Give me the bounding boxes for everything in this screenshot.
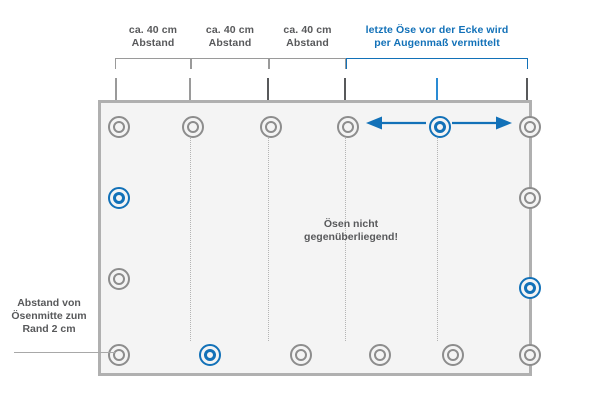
- eyelet-ring-inner: [374, 349, 386, 361]
- eyelet-top-6[interactable]: [519, 116, 541, 138]
- eyelet-ring-inner: [524, 282, 536, 294]
- eyelet-ring-inner: [524, 349, 536, 361]
- dimension-label-2-line2: Abstand: [208, 37, 252, 49]
- eyelet-ring-inner: [295, 349, 307, 361]
- dimension-label-2-line1: ca. 40 cm: [205, 24, 255, 36]
- eyelet-bottom-5[interactable]: [442, 344, 464, 366]
- eyelet-top-4[interactable]: [337, 116, 359, 138]
- eyelet-ring-inner: [524, 121, 536, 133]
- eyelet-top-1[interactable]: [108, 116, 130, 138]
- eyelet-top-3[interactable]: [260, 116, 282, 138]
- eyelet-ring-inner: [113, 192, 125, 204]
- dimension-label-3: ca. 40 cm Abstand: [269, 24, 346, 50]
- eyelet-bottom-6[interactable]: [519, 344, 541, 366]
- tick-mark-2: [189, 78, 191, 100]
- eyelet-bottom-3[interactable]: [290, 344, 312, 366]
- center-note-label: Ösen nicht gegenüberliegend!: [286, 218, 416, 244]
- tick-mark-3: [267, 78, 269, 100]
- edge-distance-line1: Abstand von: [17, 297, 81, 309]
- eyelet-ring-inner: [113, 349, 125, 361]
- eyelet-ring-inner: [113, 273, 125, 285]
- edge-distance-leader-line: [14, 352, 116, 353]
- drop-line-4: [437, 133, 438, 341]
- eyelet-left-1-highlighted[interactable]: [108, 187, 130, 209]
- eyelet-ring-inner: [342, 121, 354, 133]
- drop-line-1: [190, 133, 191, 341]
- tarp-body: Ösen nicht gegenüberliegend!: [98, 100, 541, 376]
- corner-note-bracket: [346, 58, 528, 69]
- edge-distance-label: Abstand von Ösenmitte zum Rand 2 cm: [2, 297, 96, 336]
- tick-mark-1: [115, 78, 117, 100]
- dimension-label-1-line2: Abstand: [131, 37, 175, 49]
- eyelet-ring-inner: [434, 121, 446, 133]
- edge-distance-line3: Rand 2 cm: [22, 323, 76, 335]
- eyelet-right-1[interactable]: [519, 187, 541, 209]
- dimension-bracket-1: [115, 58, 191, 69]
- eyelet-ring-inner: [113, 121, 125, 133]
- eyelet-left-2[interactable]: [108, 268, 130, 290]
- dimension-bracket-2: [191, 58, 269, 69]
- drop-line-2: [268, 133, 269, 341]
- eyelet-bottom-2-highlighted[interactable]: [199, 344, 221, 366]
- dimension-label-1: ca. 40 cm Abstand: [115, 24, 191, 50]
- eyelet-right-2-highlighted[interactable]: [519, 277, 541, 299]
- eyelet-ring-inner: [447, 349, 459, 361]
- dimension-label-3-line2: Abstand: [286, 37, 329, 49]
- drop-line-3: [345, 133, 346, 341]
- eyelet-top-2[interactable]: [182, 116, 204, 138]
- dimension-bracket-3: [269, 58, 346, 69]
- center-note-line2: gegenüberliegend!: [304, 231, 398, 243]
- arrow-right-icon: [452, 116, 512, 130]
- eyelet-top-5-highlighted[interactable]: [429, 116, 451, 138]
- eyelet-ring-inner: [187, 121, 199, 133]
- dimension-label-3-line1: ca. 40 cm: [283, 24, 332, 36]
- tick-mark-4: [344, 78, 346, 100]
- eyelet-bottom-4[interactable]: [369, 344, 391, 366]
- eyelet-bottom-1[interactable]: [108, 344, 130, 366]
- dimension-label-1-line1: ca. 40 cm: [128, 24, 178, 36]
- corner-note-line2: per Augenmaß vermittelt: [374, 37, 500, 49]
- tick-mark-6: [526, 78, 528, 100]
- tick-mark-5: [436, 78, 438, 100]
- center-note-line1: Ösen nicht: [323, 218, 379, 230]
- dimension-label-2: ca. 40 cm Abstand: [191, 24, 269, 50]
- corner-note-label: letzte Öse vor der Ecke wird per Augenma…: [346, 24, 528, 50]
- eyelet-ring-inner: [265, 121, 277, 133]
- eyelet-ring-inner: [204, 349, 216, 361]
- arrow-left-icon: [366, 116, 426, 130]
- edge-distance-line2: Ösenmitte zum: [11, 310, 87, 322]
- corner-note-line1: letzte Öse vor der Ecke wird: [365, 24, 509, 36]
- eyelet-ring-inner: [524, 192, 536, 204]
